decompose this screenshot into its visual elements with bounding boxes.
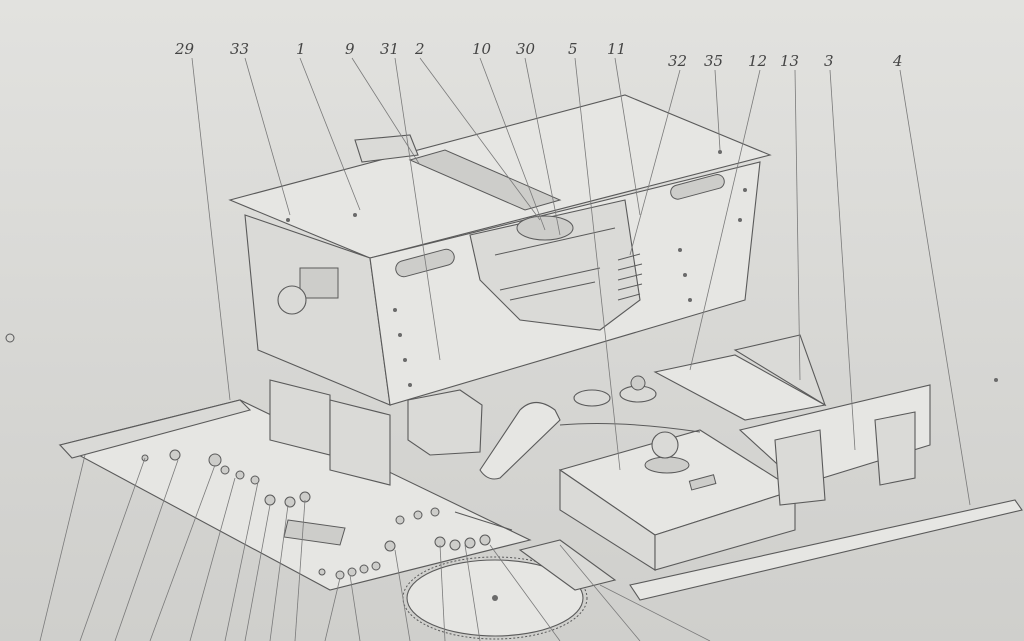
motor-cover [407, 389, 483, 456]
callout-5: 5 [568, 40, 578, 58]
callout-10: 10 [472, 40, 492, 58]
rail-bar [629, 499, 1023, 601]
pulley-1 [573, 389, 611, 407]
callout-29: 29 [174, 40, 195, 58]
lock-knob-base [644, 456, 690, 474]
callout-4: 4 [892, 52, 903, 70]
right-slot [670, 174, 725, 200]
blade-slot [408, 149, 562, 211]
base-plate-edge [58, 399, 252, 459]
callout-11: 11 [607, 40, 626, 58]
callout-3: 3 [824, 52, 834, 70]
leader-lines [39, 57, 971, 641]
lever-arm [479, 401, 561, 480]
base-plate-assembly [58, 379, 532, 591]
fence-bracket-left [774, 429, 826, 506]
callout-9: 9 [345, 40, 355, 58]
rail-clip [518, 539, 617, 591]
angle-brackets [653, 334, 827, 421]
knob-plate [299, 267, 339, 299]
callout-30: 30 [516, 40, 536, 58]
guide-rail [518, 499, 1023, 601]
fence-bracket-right [874, 411, 916, 486]
lock-knob [651, 431, 679, 459]
spring [617, 253, 643, 301]
fastener-set [141, 449, 491, 580]
callout-32: 32 [668, 52, 687, 70]
top-box [354, 134, 419, 163]
stray-marks [5, 333, 998, 382]
callout-1: 1 [296, 40, 306, 58]
small-components [407, 375, 701, 480]
pulley-hub [630, 375, 646, 391]
motor-guard [469, 199, 641, 331]
motor-guard-ribs [494, 227, 616, 301]
switch-box [558, 429, 797, 571]
motor-hub [516, 215, 574, 241]
angle-bracket-upper [733, 334, 827, 407]
adjust-knob [277, 285, 307, 315]
callout-labels: 29 33 1 9 31 2 10 30 5 11 32 35 12 13 3 … [174, 40, 903, 70]
callout-31: 31 [380, 40, 399, 58]
base-block [283, 519, 346, 546]
switch-box-front [654, 489, 796, 571]
fence-assembly [738, 384, 931, 506]
switch-label [688, 474, 717, 491]
callout-13: 13 [780, 52, 799, 70]
callout-35: 35 [704, 52, 723, 70]
callout-2: 2 [414, 40, 425, 58]
housing-holes [286, 150, 747, 387]
bracket-right [329, 399, 391, 486]
callout-12: 12 [748, 52, 767, 70]
main-housing [228, 94, 772, 406]
drive-belt [559, 423, 701, 433]
callout-33: 33 [230, 40, 249, 58]
